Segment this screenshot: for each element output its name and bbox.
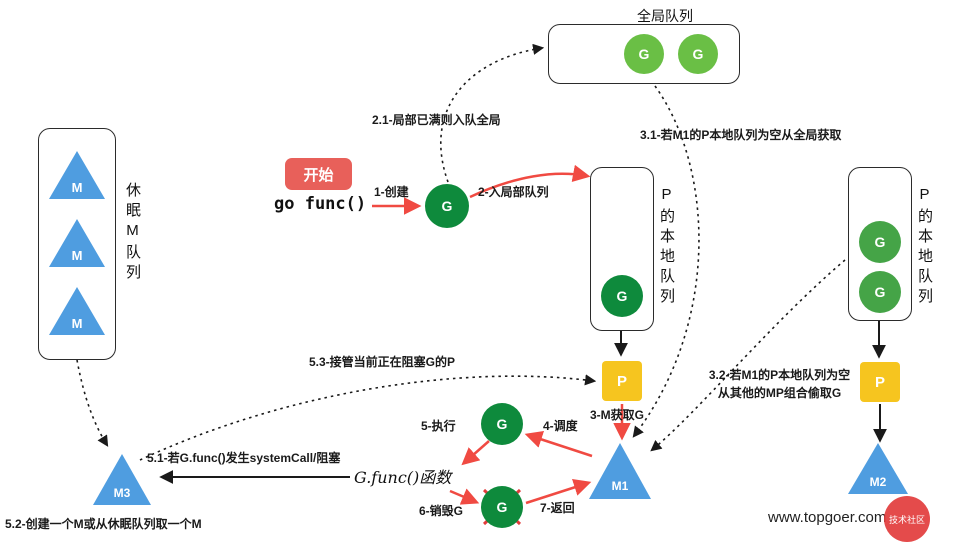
step-3-1-label: 3.1-若M1的P本地队列为空从全局获取 bbox=[640, 128, 842, 142]
step-2-label: 2-入局部队列 bbox=[478, 185, 549, 199]
step-5-2-label: 5.2-创建一个M或从休眠队列取一个M bbox=[5, 517, 202, 531]
watermark-badge: 技术社区 bbox=[884, 496, 930, 542]
goroutine-node: G bbox=[859, 221, 901, 263]
p-local-queue-right-box: G G bbox=[848, 167, 912, 321]
step-5-3-label: 5.3-接管当前正在阻塞G的P bbox=[309, 355, 456, 369]
goroutine-node: G bbox=[859, 271, 901, 313]
p-local-queue-right-label: P的本地队列 bbox=[916, 186, 933, 308]
processor-p-mid: P bbox=[602, 361, 642, 401]
arrow-takeover-p-dotted bbox=[139, 374, 597, 461]
global-queue-box: G G bbox=[548, 24, 740, 84]
watermark-site: www.topgoer.com bbox=[768, 509, 887, 526]
start-button: 开始 bbox=[285, 158, 352, 190]
processor-p-right: P bbox=[860, 362, 900, 402]
p-local-queue-mid-box: G bbox=[590, 167, 654, 331]
machine-node: M bbox=[49, 219, 105, 267]
machine-m2-node: M2 bbox=[848, 443, 908, 494]
step-5-label: 5-执行 bbox=[421, 419, 456, 433]
machine-m3-node: M3 bbox=[93, 454, 151, 505]
arrow-wake-m-dotted bbox=[76, 359, 109, 447]
step-4-label: 4-调度 bbox=[543, 419, 578, 433]
step-5-1-label: 5.1-若G.func()发生systemCall/阻塞 bbox=[147, 451, 341, 465]
sleep-m-queue-label: 休眠M队列 bbox=[124, 182, 141, 284]
arrow-destroy bbox=[449, 488, 480, 505]
step-1-label: 1-创建 bbox=[374, 185, 409, 199]
gfunc-label: G.func()函数 bbox=[354, 468, 452, 487]
arrow-schedule bbox=[524, 431, 593, 458]
sleep-m-queue-box: M M M bbox=[38, 128, 116, 360]
arrow-execute bbox=[461, 440, 490, 466]
machine-node: M bbox=[49, 287, 105, 335]
goroutine-node: G bbox=[678, 34, 718, 74]
global-queue-title: 全局队列 bbox=[637, 8, 693, 24]
goroutine-node: G bbox=[601, 275, 643, 317]
go-func-code: go func() bbox=[274, 194, 367, 214]
step-3-label: 3-M获取G bbox=[590, 408, 645, 422]
goroutine-running-node: G bbox=[481, 403, 523, 445]
step-7-label: 7-返回 bbox=[540, 501, 575, 515]
step-3-2-line2: 从其他的MP组合偷取G bbox=[717, 386, 842, 400]
step-6-label: 6-销毁G bbox=[419, 504, 464, 518]
machine-node: M bbox=[49, 151, 105, 199]
arrow-steal-dotted bbox=[650, 259, 846, 452]
step-2-1-label: 2.1-局部已满则入队全局 bbox=[372, 113, 501, 127]
machine-m1-node: M1 bbox=[589, 443, 651, 499]
goroutine-new-node: G bbox=[425, 184, 469, 228]
goroutine-destroyed-node: G bbox=[481, 486, 523, 528]
goroutine-node: G bbox=[624, 34, 664, 74]
step-3-2-line1: 3.2-若M1的P本地队列为空 bbox=[708, 368, 851, 382]
p-local-queue-mid-label: P的本地队列 bbox=[658, 186, 675, 308]
